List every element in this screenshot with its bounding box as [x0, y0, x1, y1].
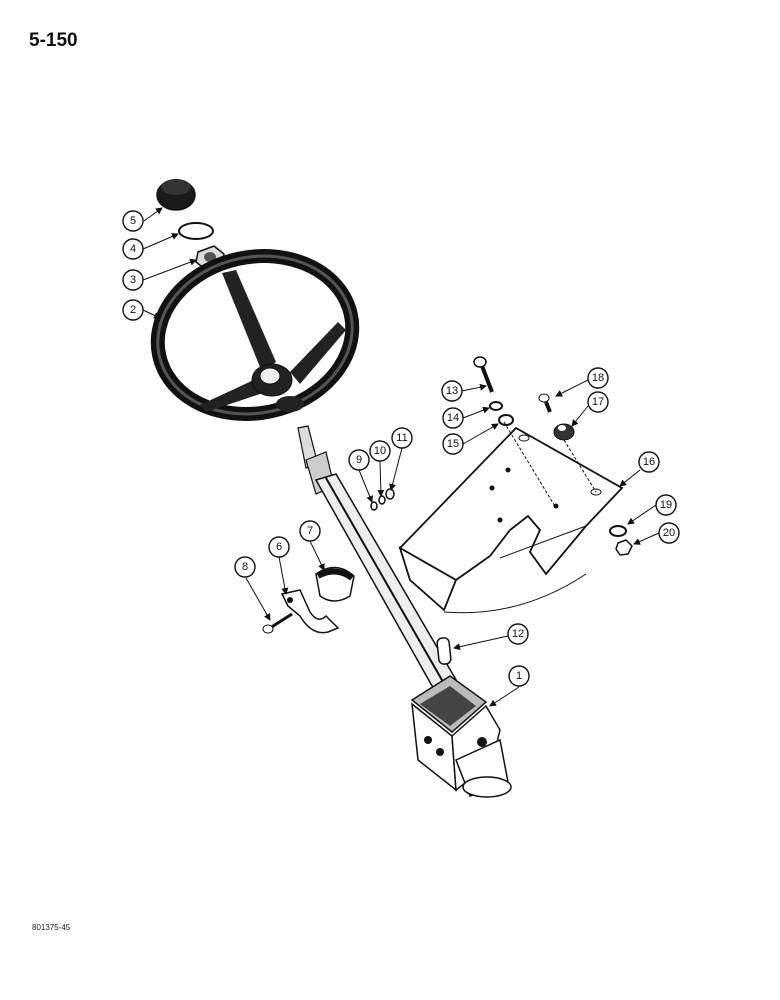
svg-text:13: 13 — [446, 385, 458, 397]
callout-5: 5 — [122, 210, 144, 232]
small-hardware-parts — [370, 488, 395, 511]
steering-wheel-part — [150, 249, 360, 421]
callout-11: 11 — [391, 427, 413, 449]
mounting-bracket-part — [398, 426, 624, 614]
bushing-part — [315, 566, 355, 602]
bolt-part-18 — [538, 393, 552, 413]
svg-text:10: 10 — [374, 445, 386, 457]
svg-text:6: 6 — [276, 541, 282, 553]
callout-12: 12 — [507, 623, 529, 645]
callout-8: 8 — [234, 556, 256, 578]
svg-text:1: 1 — [516, 670, 522, 682]
washer-part-19 — [609, 525, 627, 537]
callout-17: 17 — [587, 391, 609, 413]
svg-text:3: 3 — [130, 274, 136, 286]
callout-4: 4 — [122, 238, 144, 260]
svg-text:8: 8 — [242, 561, 248, 573]
leader-lines — [142, 207, 660, 707]
svg-text:20: 20 — [663, 527, 675, 539]
callout-6: 6 — [268, 536, 290, 558]
grommet-part-17 — [553, 423, 575, 441]
nut-part-20 — [615, 539, 633, 556]
hub-cap-part — [156, 179, 196, 211]
callout-7: 7 — [299, 520, 321, 542]
svg-text:11: 11 — [396, 432, 407, 444]
callout-14: 14 — [442, 407, 464, 429]
svg-text:9: 9 — [356, 454, 362, 466]
svg-text:2: 2 — [130, 304, 136, 316]
svg-text:12: 12 — [512, 628, 524, 640]
callout-19: 19 — [655, 494, 677, 516]
ring-part — [178, 222, 214, 240]
callout-13: 13 — [441, 380, 463, 402]
steering-control-unit-part — [410, 675, 512, 798]
callout-16: 16 — [638, 451, 660, 473]
svg-text:16: 16 — [643, 456, 655, 468]
figure-code: 801375-45 — [32, 923, 71, 932]
callout-3: 3 — [122, 269, 144, 291]
callout-18: 18 — [587, 367, 609, 389]
svg-text:4: 4 — [130, 243, 136, 255]
svg-text:19: 19 — [660, 499, 672, 511]
washer-part-14 — [489, 401, 503, 411]
clamp-part — [280, 589, 340, 634]
bolt-part-8 — [262, 612, 293, 634]
page-number: 5-150 — [29, 30, 78, 51]
callout-9: 9 — [348, 449, 370, 471]
svg-text:18: 18 — [592, 372, 604, 384]
svg-text:17: 17 — [592, 396, 604, 408]
callout-10: 10 — [369, 440, 391, 462]
callout-1: 1 — [508, 665, 530, 687]
bolt-part-13 — [473, 356, 494, 393]
svg-text:15: 15 — [447, 438, 459, 450]
callout-20: 20 — [658, 522, 680, 544]
svg-text:5: 5 — [130, 215, 136, 227]
callout-2: 2 — [122, 299, 144, 321]
svg-text:14: 14 — [447, 412, 459, 424]
callout-15: 15 — [442, 433, 464, 455]
washer-part-15 — [498, 414, 514, 426]
svg-text:7: 7 — [307, 525, 313, 537]
pin-part — [436, 637, 452, 665]
